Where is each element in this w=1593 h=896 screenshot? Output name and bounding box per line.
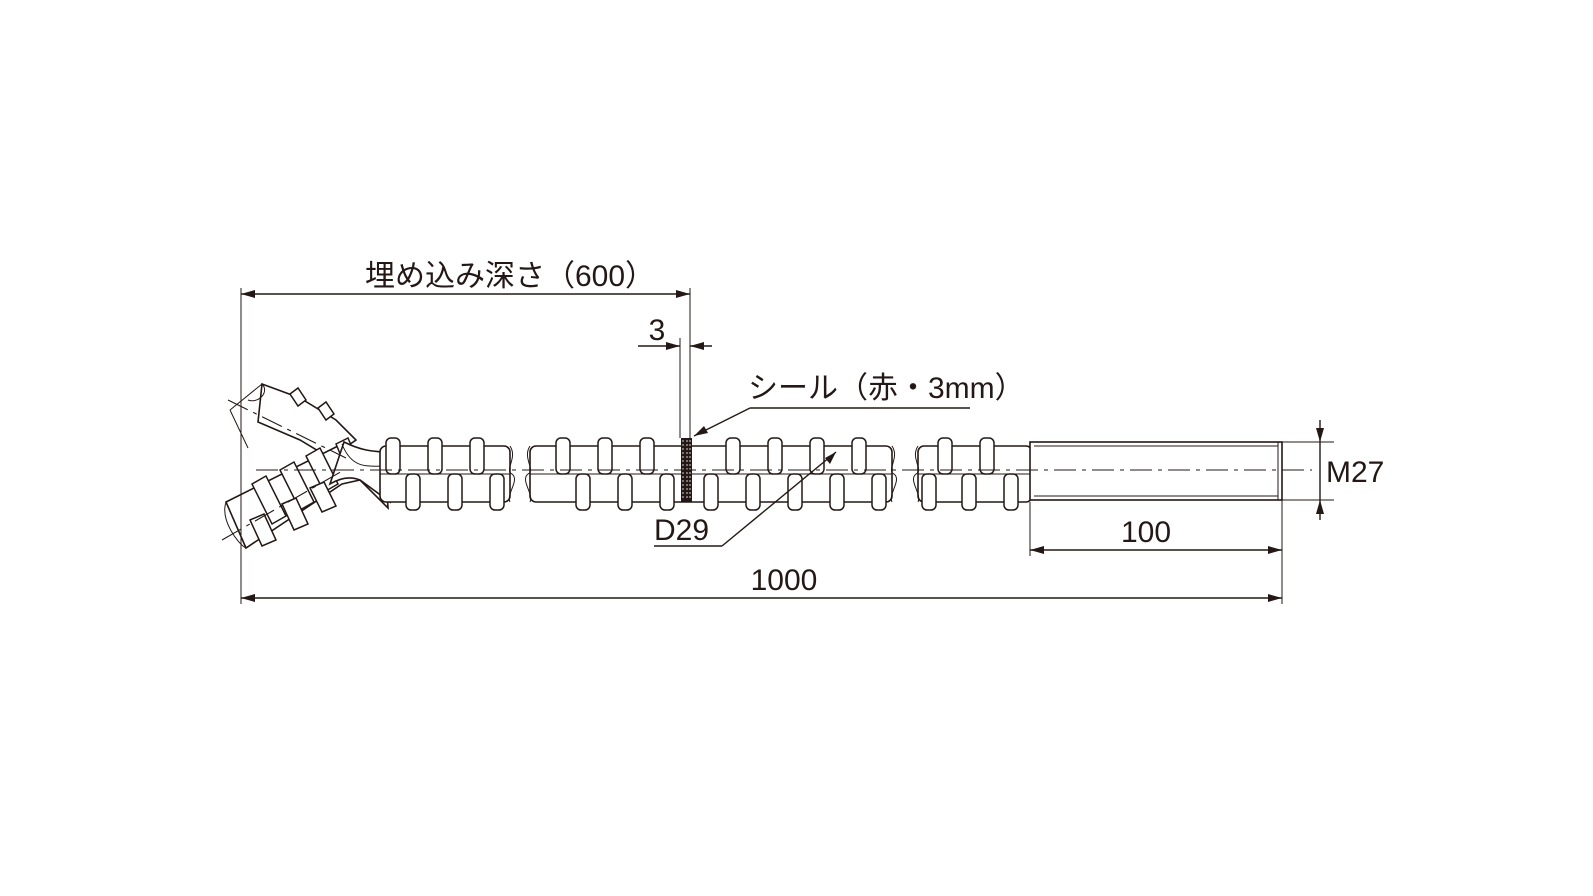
thread-length-label: 100 — [1121, 516, 1171, 549]
dim-thread-length: 100 — [1030, 516, 1282, 554]
thread-size-label: M27 — [1326, 456, 1384, 489]
seal-note-label: シール（赤・3mm） — [748, 372, 1025, 405]
bent-bar-end — [224, 382, 391, 550]
bar-size-label: D29 — [654, 514, 709, 547]
dim-total-length: 1000 — [241, 564, 1282, 602]
leader-bar-size: D29 — [654, 451, 837, 547]
total-length-label: 1000 — [751, 564, 818, 597]
rebar-segment-3 — [913, 437, 1033, 511]
bent-center-line — [227, 399, 347, 459]
embed-depth-label: 埋め込み深さ（600） — [365, 260, 655, 293]
bent-center-line-lower — [221, 469, 345, 541]
dim-thread-size: M27 — [1316, 420, 1384, 520]
dim-embed-depth: 埋め込み深さ（600） — [241, 260, 690, 298]
seal-width-label: 3 — [649, 314, 666, 347]
rebar-segment-1 — [379, 437, 515, 511]
rebar-segment-2 — [525, 437, 897, 511]
extension-lines — [240, 288, 1334, 604]
threaded-end — [1029, 441, 1283, 501]
leader-seal-note: シール（赤・3mm） — [693, 372, 1025, 437]
dim-seal-width: 3 — [638, 314, 712, 350]
